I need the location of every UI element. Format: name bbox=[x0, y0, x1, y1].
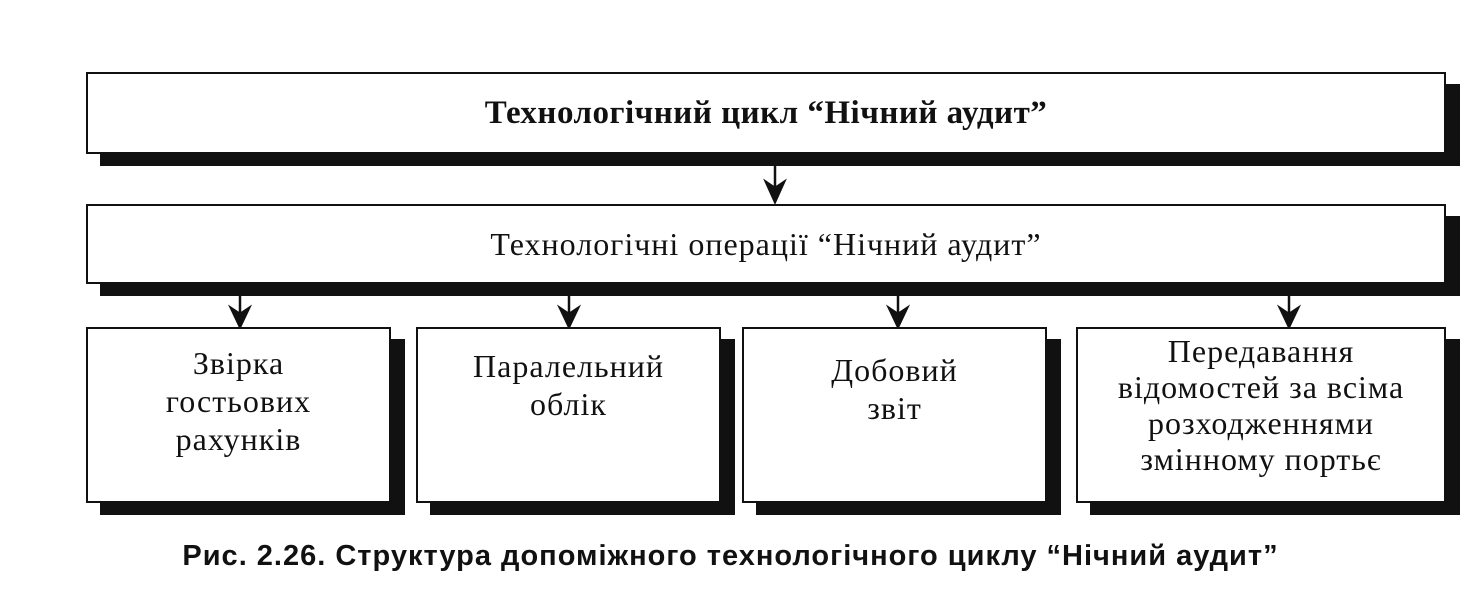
figure-caption: Рис. 2.26. Структура допоміжного техноло… bbox=[182, 540, 1279, 572]
middle-box-label: Технологічні операції “Нічний аудит” bbox=[490, 225, 1042, 262]
operation-box-parallel-accounting: Паралельний облік bbox=[416, 327, 721, 503]
operation-label: Звірка гостьових рахунків bbox=[165, 345, 312, 457]
top-box-label: Технологічний цикл “Нічний аудит” bbox=[484, 94, 1048, 131]
operation-label: Паралельний облік bbox=[473, 348, 664, 422]
operation-box-daily-report: Добовий звіт bbox=[742, 327, 1047, 503]
operation-label: Передавання відомостей за всіма розходже… bbox=[1117, 333, 1405, 477]
arrowhead-top-to-mid bbox=[763, 178, 787, 206]
arrowhead-mid-to-op3 bbox=[885, 304, 911, 330]
operation-box-discrepancies-transfer: Передавання відомостей за всіма розходже… bbox=[1076, 327, 1446, 503]
top-box-cycle: Технологічний цикл “Нічний аудит” bbox=[86, 72, 1446, 154]
arrowhead-mid-to-op4 bbox=[1276, 304, 1302, 330]
arrowhead-mid-to-op1 bbox=[227, 304, 253, 330]
operation-label: Добовий звіт bbox=[831, 352, 958, 426]
operation-box-guest-accounts: Звірка гостьових рахунків bbox=[86, 327, 391, 503]
middle-box-operations: Технологічні операції “Нічний аудит” bbox=[86, 204, 1446, 284]
arrowhead-mid-to-op2 bbox=[556, 304, 582, 330]
